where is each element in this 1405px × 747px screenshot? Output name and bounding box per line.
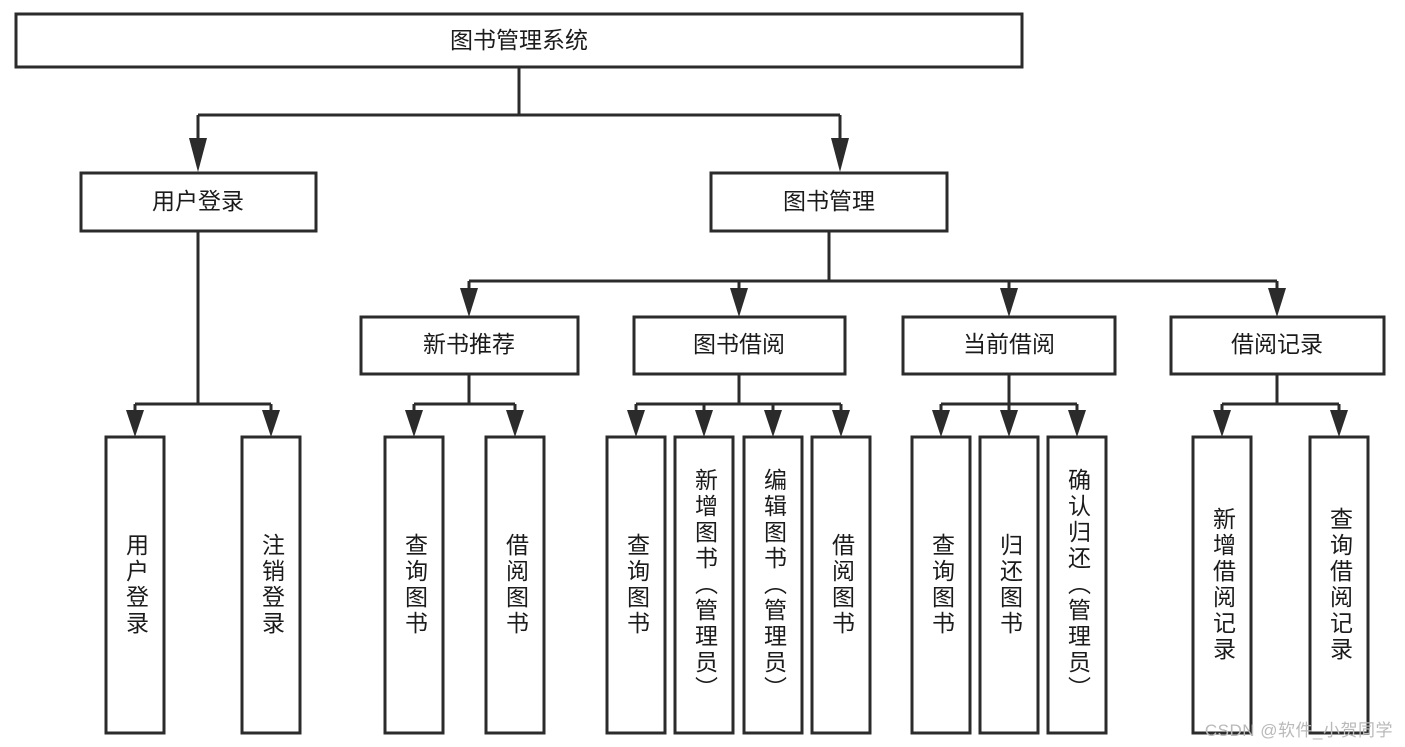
node-user-login-label: 用户登录	[152, 188, 244, 214]
arrow-head-leaf	[506, 410, 524, 437]
node-new-book-recommend[interactable]	[359, 315, 580, 376]
arrow-head-to-user-login	[189, 138, 207, 172]
arrow-head-leaf	[405, 410, 423, 437]
connector-level2-to-level3	[460, 231, 1286, 317]
connector-borrow-record-to-leaves	[1213, 374, 1348, 437]
arrow-head-to-current-borrow	[1000, 288, 1018, 317]
arrow-head-leaf	[627, 410, 645, 437]
leaf-borrow-edit-book-admin[interactable]	[742, 435, 804, 735]
node-borrow-record[interactable]	[1169, 315, 1386, 376]
node-new-book-recommend-label: 新书推荐	[423, 331, 515, 357]
arrow-head-leaf	[1213, 410, 1231, 437]
leaf-record-query-record[interactable]	[1308, 435, 1370, 735]
node-current-borrow[interactable]	[901, 315, 1117, 376]
connector-user-login-to-leaves	[126, 231, 280, 437]
leaf-user-login-logout[interactable]	[240, 435, 302, 735]
node-book-management[interactable]	[709, 171, 949, 233]
arrow-head-leaf	[832, 410, 850, 437]
arrow-head-leaf	[695, 410, 713, 437]
arrow-head-to-book-management	[831, 138, 849, 172]
leaf-record-add-record[interactable]	[1191, 435, 1253, 735]
node-current-borrow-label: 当前借阅	[963, 331, 1055, 357]
arrow-head-leaf	[1330, 410, 1348, 437]
csdn-watermark: CSDN @软件_小贺同学	[1204, 721, 1393, 740]
node-borrow-record-label: 借阅记录	[1231, 331, 1323, 357]
leaf-recommend-borrow-book[interactable]	[484, 435, 546, 735]
arrow-head-leaf	[1000, 410, 1018, 437]
arrow-head-to-borrow-record	[1268, 288, 1286, 317]
arrow-head-leaf	[932, 410, 950, 437]
arrow-head-leaf	[1068, 410, 1086, 437]
arrow-head-leaf	[262, 410, 280, 437]
leaf-recommend-query-book[interactable]	[383, 435, 445, 735]
connector-book-borrow-to-leaves	[627, 374, 850, 437]
leaf-current-confirm-return-admin[interactable]	[1046, 435, 1108, 735]
node-book-management-label: 图书管理	[783, 188, 875, 214]
leaf-borrow-query-book[interactable]	[605, 435, 667, 735]
leaf-borrow-add-book-admin[interactable]	[673, 435, 735, 735]
leaf-current-return-book[interactable]	[978, 435, 1040, 735]
node-root-label: 图书管理系统	[450, 27, 588, 53]
leaf-current-query-book[interactable]	[910, 435, 972, 735]
node-book-borrow[interactable]	[632, 315, 847, 376]
connector-new-book-recommend-to-leaves	[405, 374, 524, 437]
connector-root-to-level2	[189, 67, 849, 172]
leaf-borrow-borrow-book[interactable]	[810, 435, 872, 735]
node-user-login[interactable]	[79, 171, 318, 233]
arrow-head-leaf	[126, 410, 144, 437]
leaf-user-login-login[interactable]	[104, 435, 166, 735]
arrow-head-leaf	[764, 410, 782, 437]
node-root-book-management-system[interactable]	[14, 12, 1024, 69]
arrow-head-to-book-borrow	[730, 288, 748, 317]
node-book-borrow-label: 图书借阅	[693, 331, 785, 357]
connector-current-borrow-to-leaves	[932, 374, 1086, 437]
arrow-head-to-new-book-recommend	[460, 288, 478, 317]
